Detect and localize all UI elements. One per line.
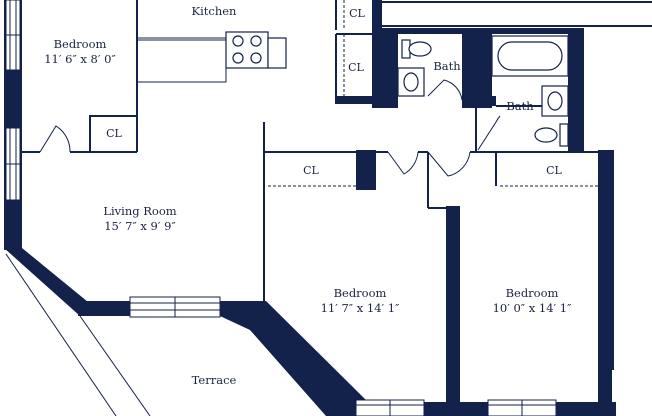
fixtures [225,31,569,147]
closet-bedroom-right-label: CL [546,164,562,177]
bath-right-label: Bath [506,99,534,113]
closet-upper-hall-label: CL [348,61,364,74]
living-room-size: 15′ 7″ x 9′ 9″ [104,219,176,233]
partitions [22,0,652,302]
kitchen-label: Kitchen [192,4,238,18]
closet-top-label: CL [349,7,365,20]
terrace-boundary [5,253,151,416]
bedroom-left-size: 11′ 6″ x 8′ 0″ [44,52,116,66]
bedroom-left-label: Bedroom [54,37,107,51]
bedroom-right-size: 10′ 0″ x 14′ 1″ [493,301,573,315]
bedroom-middle-size: 11′ 7″ x 14′ 1″ [321,301,401,315]
living-room-label: Living Room [103,204,176,218]
closet-bedroom-left-label: CL [106,127,122,140]
closet-bedroom-middle-label: CL [303,164,319,177]
bedroom-middle-label: Bedroom [334,286,387,300]
labels: Kitchen Bedroom 11′ 6″ x 8′ 0″ Living Ro… [44,4,572,387]
walls [4,0,616,416]
bedroom-right-label: Bedroom [506,286,559,300]
terrace-label: Terrace [192,373,237,387]
bath-left-label: Bath [433,59,461,73]
doors [39,79,501,177]
